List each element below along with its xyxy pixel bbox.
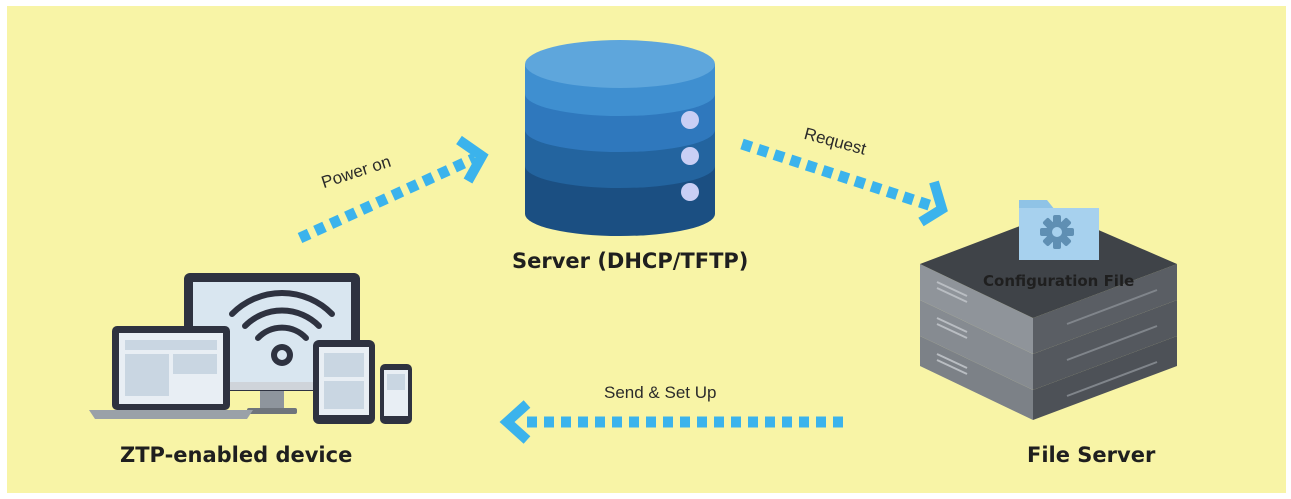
diagram-graphics [89, 40, 1177, 444]
database-server-icon [525, 40, 715, 236]
devices-icon [89, 273, 412, 424]
power-on-arrow [297, 135, 489, 244]
server-label: Server (DHCP/TFTP) [512, 249, 749, 273]
request-arrow [740, 138, 948, 227]
send-setup-label: Send & Set Up [604, 383, 717, 402]
gear-icon [1040, 215, 1074, 249]
send-setup-arrow [499, 400, 847, 444]
file-server-icon [920, 212, 1177, 420]
configuration-file-label: Configuration File [983, 272, 1135, 290]
ztp-diagram: Power on Request Send & Set Up Server (D… [7, 6, 1286, 493]
folder-icon [1019, 200, 1099, 260]
device-label: ZTP-enabled device [120, 443, 353, 467]
file-server-label: File Server [1027, 443, 1156, 467]
